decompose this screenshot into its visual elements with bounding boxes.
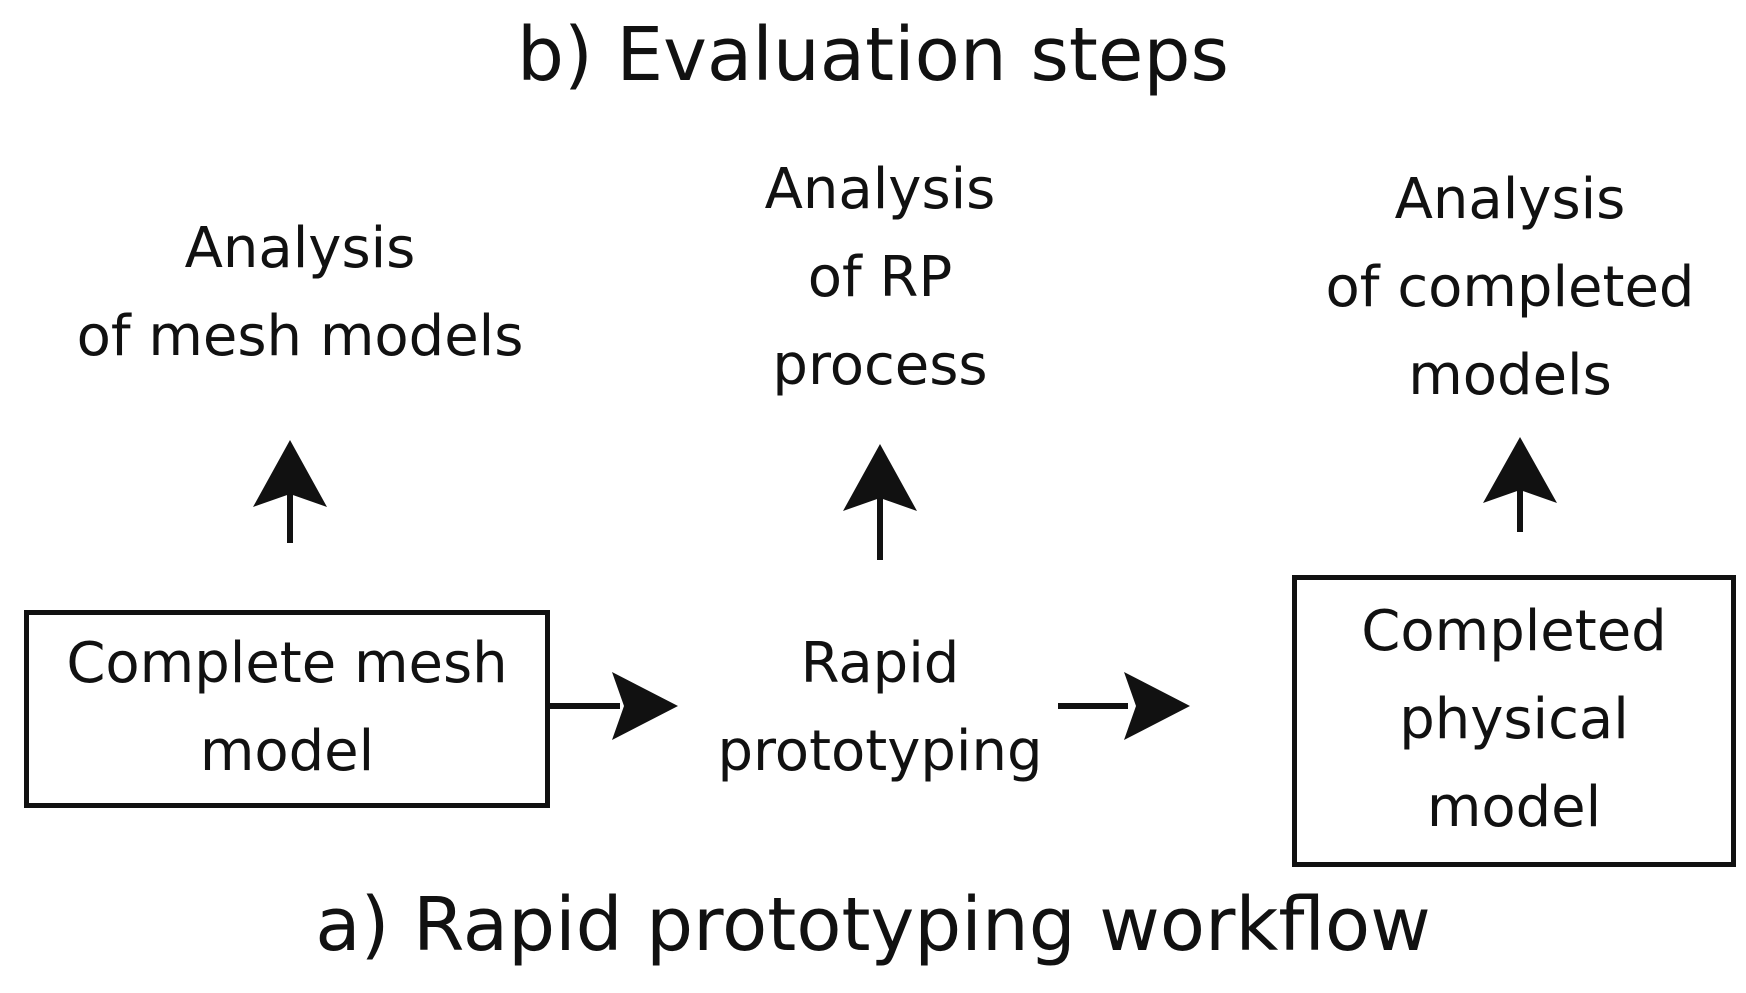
evaluation-step-line: Analysis — [764, 157, 996, 222]
complete-mesh-model-box — [24, 610, 550, 808]
up-arrow-completed — [1483, 437, 1557, 532]
workflow-step-line: Rapid — [800, 631, 960, 696]
right-arrow-rp-to-physical — [1058, 672, 1190, 740]
evaluation-step-line: Analysis — [1394, 167, 1626, 232]
completed-physical-model-box — [1292, 575, 1736, 867]
evaluation-step-mesh-models: Analysis of mesh models — [40, 205, 560, 381]
workflow-step-complete-mesh-model: Complete mesh model — [24, 620, 550, 796]
evaluation-step-rp-process: Analysis of RP process — [640, 146, 1120, 410]
workflow-step-rapid-prototyping: Rapid prototyping — [650, 620, 1110, 796]
workflow-heading: a) Rapid prototyping workflow — [315, 882, 1431, 968]
evaluation-step-completed-models: Analysis of completed models — [1280, 156, 1740, 420]
evaluation-step-line: of RP — [807, 245, 953, 310]
evaluation-steps-heading: b) Evaluation steps — [517, 12, 1229, 98]
right-arrow-mesh-to-rp — [550, 672, 678, 740]
workflow-step-line: physical — [1399, 687, 1629, 752]
up-arrow-rp — [843, 444, 917, 560]
workflow-step-line: Completed — [1361, 599, 1667, 664]
workflow-step-completed-physical-model: Completed physical model — [1292, 588, 1736, 852]
evaluation-step-line: models — [1408, 343, 1612, 408]
up-arrow-mesh — [253, 440, 327, 543]
workflow-step-line: prototyping — [717, 719, 1043, 784]
workflow-step-line: model — [199, 719, 375, 784]
workflow-step-line: model — [1426, 775, 1602, 840]
evaluation-step-line: of mesh models — [76, 304, 524, 369]
evaluation-step-line: of completed — [1325, 255, 1695, 320]
evaluation-step-line: process — [772, 333, 988, 398]
evaluation-step-line: Analysis — [184, 216, 416, 281]
workflow-step-line: Complete mesh — [66, 631, 508, 696]
